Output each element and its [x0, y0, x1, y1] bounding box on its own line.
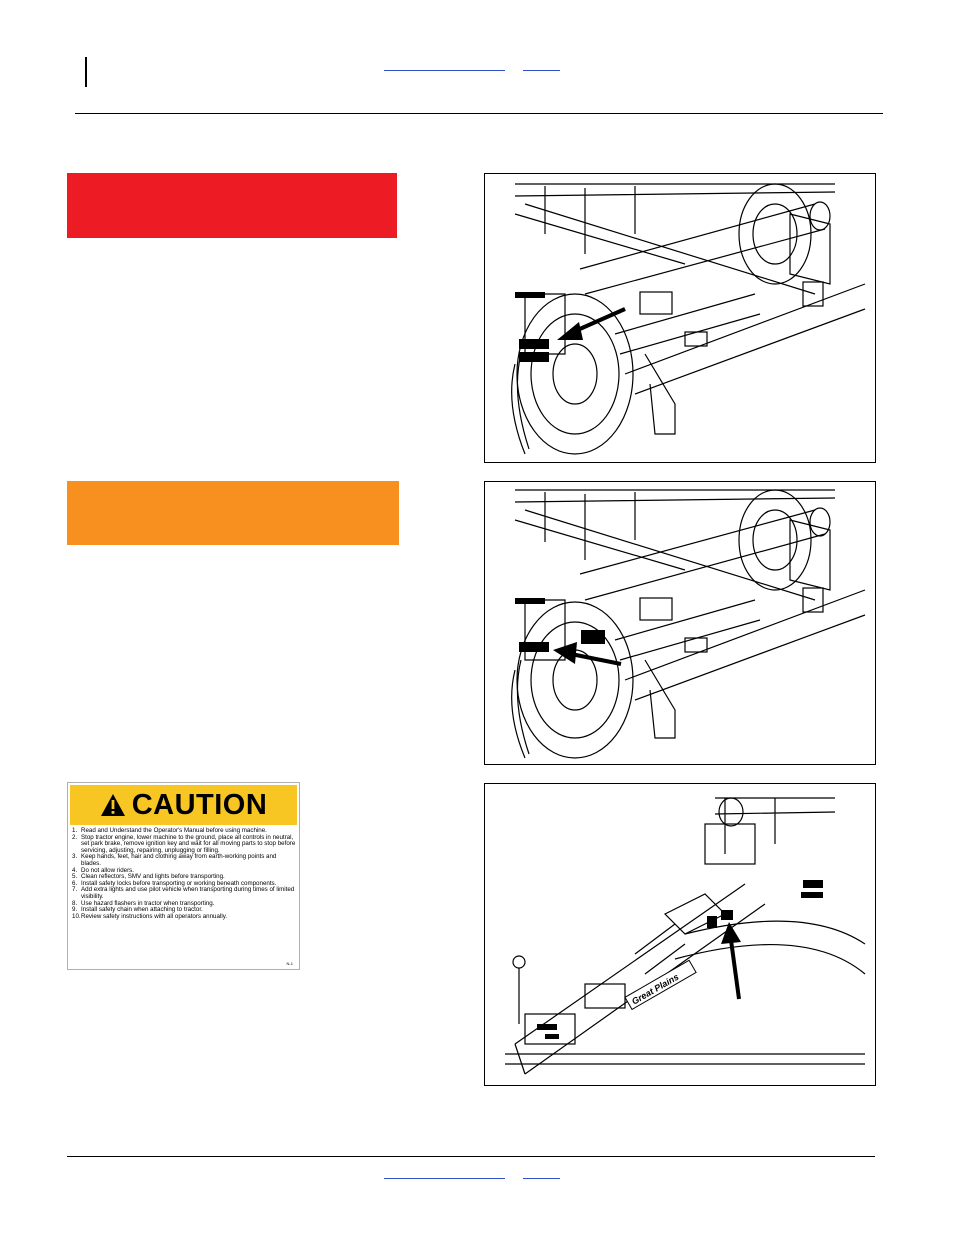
list-item: 4.Do not allow riders.: [72, 866, 134, 874]
list-item: 3.Keep hands, feet, hair and clothing aw…: [72, 853, 277, 867]
svg-text:Great Plains: Great Plains: [630, 972, 680, 1007]
implement-drawing: [511, 183, 866, 455]
caution-list: 1.Read and Understand the Operator's Man…: [72, 827, 296, 920]
header-link-secondary[interactable]: [523, 58, 560, 71]
list-item: 2.Stop tractor engine, lower machine to …: [72, 833, 296, 854]
list-item: 7.Add extra lights and use pilot vehicle…: [72, 886, 295, 900]
danger-banner: [67, 173, 397, 238]
warning-banner: [67, 481, 399, 545]
implement-drawing: [511, 489, 866, 759]
header-rule: [75, 113, 883, 114]
decal-location-figure-2: [484, 481, 876, 765]
list-item: 5.Clean reflectors, SMV and lights befor…: [72, 873, 225, 881]
warning-triangle-icon: [100, 794, 125, 816]
footer-rule: [67, 1156, 875, 1157]
decal-location-figure-1: [484, 173, 876, 463]
pointer-arrow-icon: [721, 922, 741, 1000]
change-bar: [85, 57, 87, 87]
great-plains-logo: Great Plains: [624, 959, 697, 1011]
caution-decal: CAUTION 1.Read and Understand the Operat…: [67, 782, 300, 970]
pointer-arrow-icon: [553, 642, 622, 666]
list-item: 1.Read and Understand the Operator's Man…: [72, 827, 267, 834]
pointer-arrow-icon: [557, 307, 626, 340]
caution-title: CAUTION: [131, 788, 268, 821]
decal-code: N-1: [286, 961, 293, 966]
footer-link-primary[interactable]: [384, 1166, 505, 1179]
list-item: 6.Install safety locks before transporti…: [72, 879, 277, 887]
caution-header: CAUTION: [70, 785, 297, 825]
list-item: 10.Review safety instructions with all o…: [72, 912, 228, 920]
header-link-primary[interactable]: [384, 58, 505, 71]
list-item: 9.Install safety chain when attaching to…: [72, 906, 203, 914]
footer-link-secondary[interactable]: [523, 1166, 560, 1179]
list-item: 8.Use hazard flashers in tractor when tr…: [72, 899, 215, 907]
decal-location-figure-3: Great Plains: [484, 783, 876, 1086]
hitch-drawing: Great Plains: [505, 797, 866, 1075]
